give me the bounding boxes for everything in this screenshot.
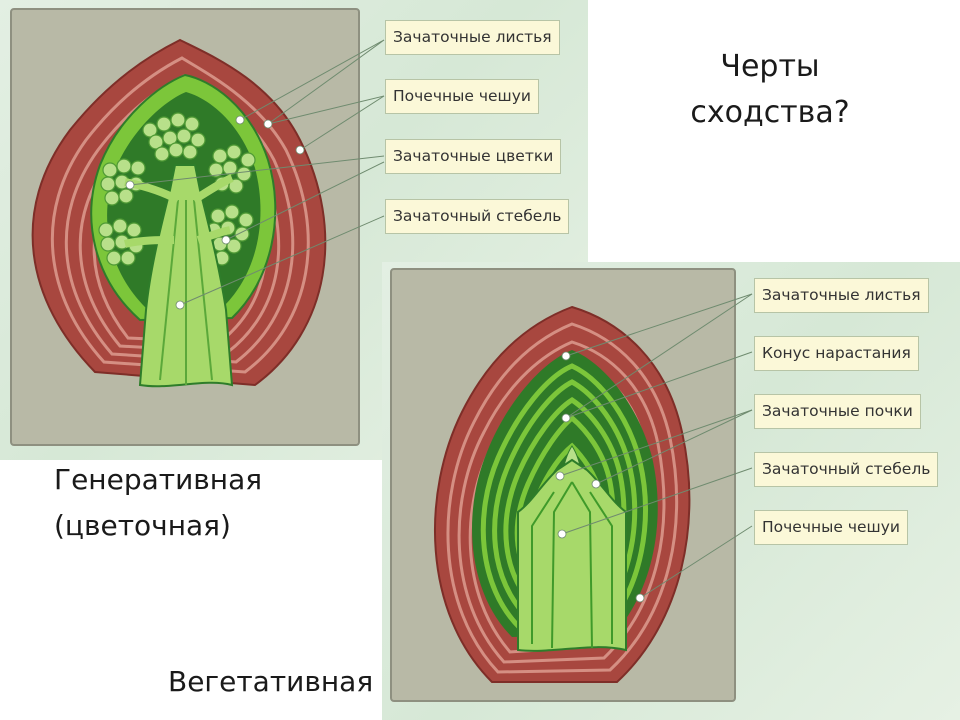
pointer-dots xyxy=(125,115,305,310)
pointer-dots xyxy=(555,351,645,603)
similarity-question: Черты сходства? xyxy=(660,44,880,136)
label-growth-cone: Конус нарастания xyxy=(754,336,919,371)
generative-bud-panel: Зачаточные листья Почечные чешуи Зачаточ… xyxy=(0,0,588,460)
question-line-1: Черты xyxy=(720,49,820,84)
label-embryonic-buds: Зачаточные почки xyxy=(754,394,921,429)
label-bud-scales: Почечные чешуи xyxy=(754,510,908,545)
label-embryonic-leaves: Зачаточные листья xyxy=(754,278,929,313)
generative-bud-diagram xyxy=(31,38,385,388)
label-bud-scales: Почечные чешуи xyxy=(385,79,539,114)
label-embryonic-flowers: Зачаточные цветки xyxy=(385,139,562,174)
leader-lines xyxy=(559,293,753,599)
generative-bud-subtitle: (цветочная) xyxy=(54,509,231,542)
vegetative-bud-panel: Зачаточные листья Конус нарастания Зачат… xyxy=(382,262,960,720)
vegetative-bud-title: Вегетативная xyxy=(168,665,374,698)
label-embryonic-stem: Зачаточный стебель xyxy=(754,452,939,487)
vegetative-bud-diagram xyxy=(434,293,753,683)
question-line-2: сходства? xyxy=(690,95,850,130)
leader-lines xyxy=(129,39,385,306)
label-embryonic-leaves: Зачаточные листья xyxy=(385,20,560,55)
generative-bud-title: Генеративная xyxy=(54,463,263,496)
label-embryonic-stem: Зачаточный стебель xyxy=(385,199,570,234)
